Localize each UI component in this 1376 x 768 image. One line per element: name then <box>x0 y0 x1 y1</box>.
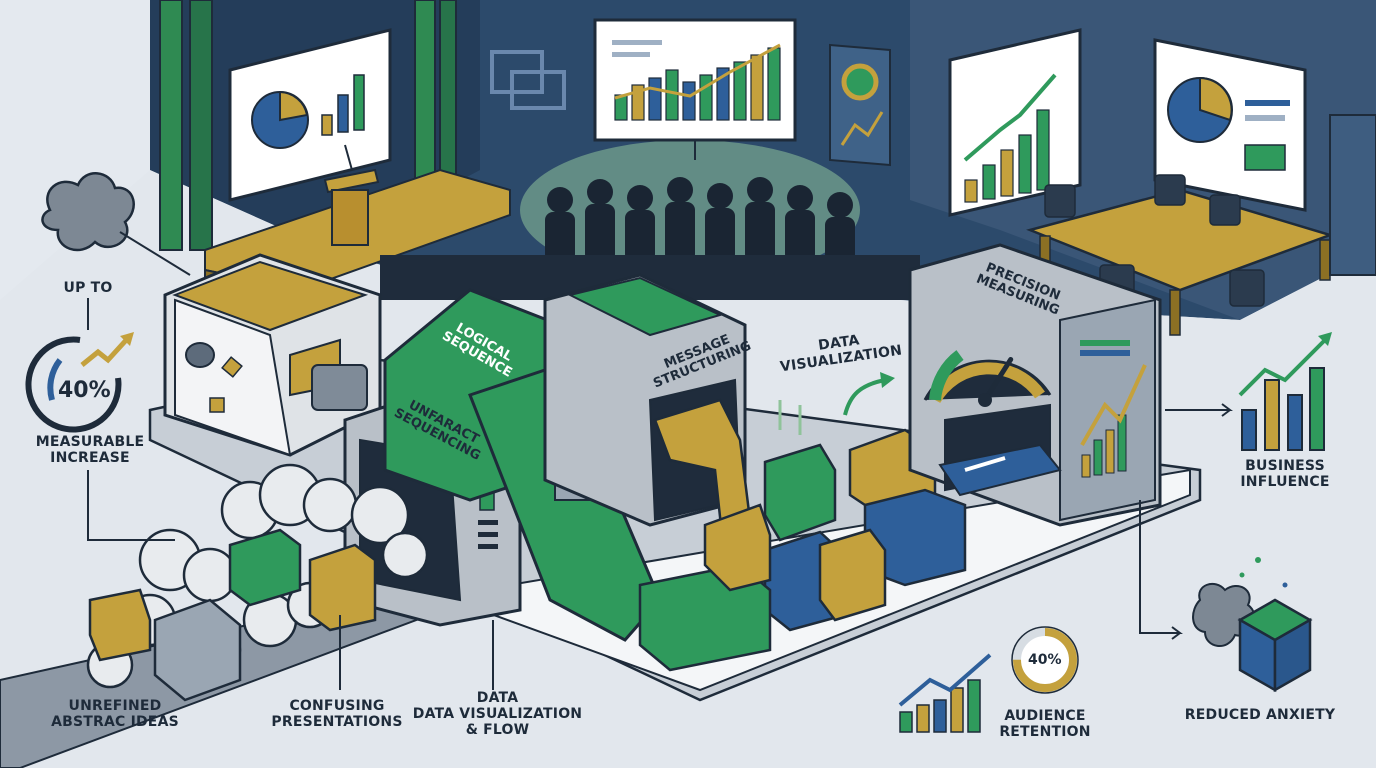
bar-chart-icon <box>963 73 1057 203</box>
gauge-icon <box>923 350 1052 407</box>
cube-icon <box>88 528 377 702</box>
retention-ring-icon <box>1011 626 1079 694</box>
cube-icon <box>638 398 967 672</box>
speech-bubble-icon <box>490 50 566 110</box>
input-box <box>163 253 382 457</box>
increase-gauge-icon <box>25 332 134 433</box>
bar-chart-icon <box>1080 340 1147 478</box>
bar-chart-icon <box>614 43 781 121</box>
bar-chart-icon <box>321 74 365 136</box>
bar-chart-icon <box>1238 332 1332 451</box>
trend-arrow-icon <box>778 372 895 435</box>
pie-chart-icon <box>251 90 309 149</box>
retention-percent: 40% <box>1028 652 1062 668</box>
cube-icon <box>1192 557 1313 693</box>
cloud-icon <box>41 172 135 252</box>
increase-percent: 40% <box>58 378 111 403</box>
audience-area <box>380 18 920 300</box>
pie-chart-icon <box>1167 76 1233 143</box>
conference-room <box>948 28 1376 336</box>
trend-arrow-icon <box>80 332 134 367</box>
up-to-label: UP TO <box>63 280 113 296</box>
podium-icon <box>323 144 380 246</box>
precision-measuring-machine <box>908 243 1162 527</box>
callout-lines <box>87 231 1233 690</box>
stage <box>159 0 511 312</box>
bar-chart-icon <box>898 653 992 733</box>
message-structuring-machine <box>543 273 747 527</box>
reduced-anxiety-label: REDUCED ANXIETY <box>1184 707 1336 723</box>
